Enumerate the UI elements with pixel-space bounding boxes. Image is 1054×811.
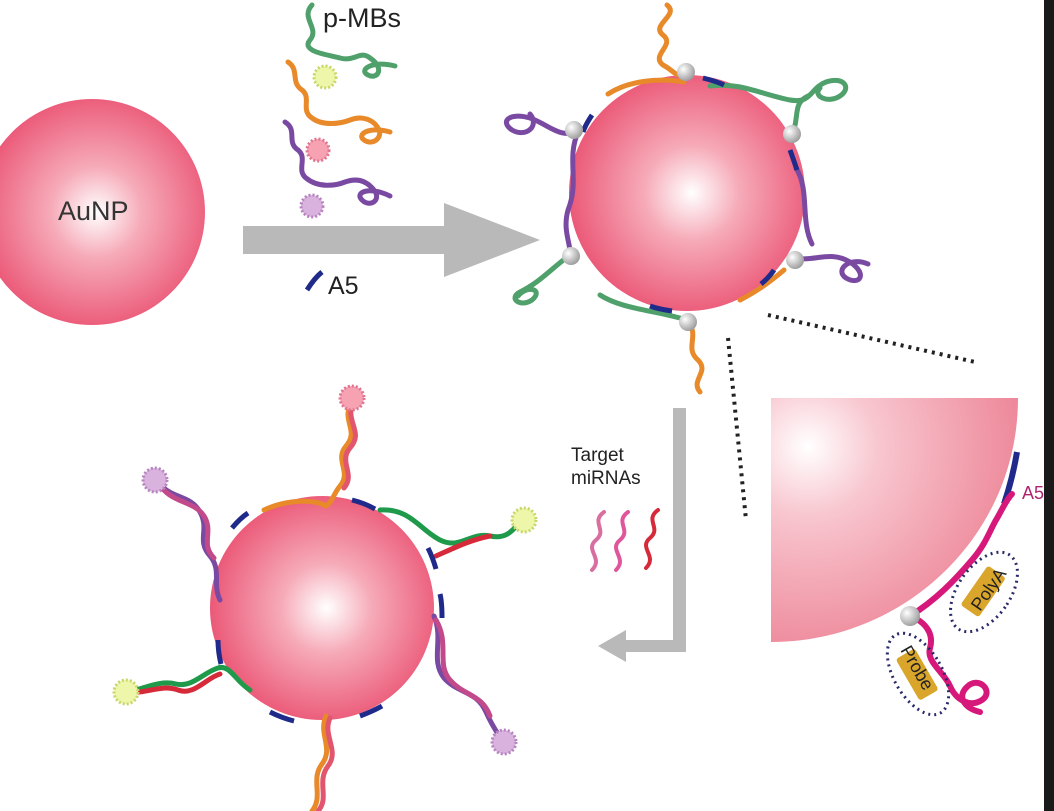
zoom-inset: PolyA Probe: [771, 398, 1020, 717]
a5-zoom-label: A5: [1022, 483, 1045, 503]
target-label-line1: Target: [571, 445, 624, 466]
zoom-guide-lines: [726, 313, 976, 521]
probe-outline: [885, 631, 951, 717]
fluorophore-star-icons: [112, 384, 538, 756]
probe-box: [896, 649, 938, 700]
thiol-anchor-icons: [562, 63, 804, 331]
process-arrow: [243, 203, 540, 277]
aunp-label: AuNP: [58, 196, 129, 226]
a5-segment-icon: [304, 270, 324, 292]
thiol-anchor-icon: [900, 606, 920, 626]
p-mbs-strands: [282, 2, 398, 206]
aunp-particle: [0, 99, 205, 325]
poly-a-box: [961, 566, 1005, 617]
window-edge: [1044, 0, 1054, 811]
fluorophore-star-icon: [299, 193, 325, 219]
fluorophore-star-icon: [312, 64, 338, 90]
target-label-line2: miRNAs: [571, 468, 641, 489]
fluorophore-stars: [299, 64, 338, 219]
return-arrow: [598, 408, 686, 662]
functionalized-aunp: [504, 2, 871, 395]
a5-label: A5: [328, 272, 359, 300]
target-mirna-icons: [590, 508, 660, 572]
target-mirnas-label: Target miRNAs: [571, 444, 641, 490]
hybridized-aunp: [112, 384, 538, 811]
p-mbs-label: p-MBs: [323, 3, 402, 33]
fluorophore-star-icon: [305, 137, 331, 163]
